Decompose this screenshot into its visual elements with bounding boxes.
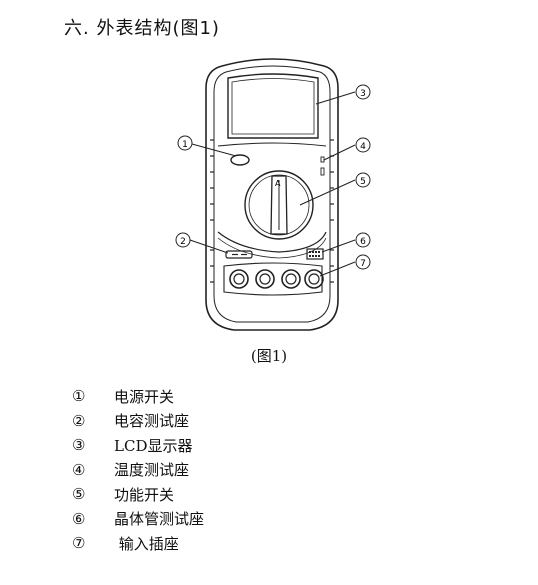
legend-label: 电容测试座: [114, 412, 190, 431]
grip-ticks-left: [210, 139, 214, 283]
legend-item: ① 电源开关: [72, 384, 204, 409]
temperature-socket: [320, 156, 325, 163]
legend-label: 电源开关: [114, 387, 175, 406]
callout-7: 7: [360, 259, 366, 269]
legend-label: 输入插座: [114, 534, 179, 553]
input-jacks: [229, 269, 324, 289]
legend-label: 功能开关: [114, 485, 175, 504]
figure-caption: (图1): [250, 347, 288, 365]
legend-item: ② 电容测试座: [72, 409, 204, 434]
legend-number: ④: [72, 460, 86, 479]
callout-3: 3: [360, 89, 366, 99]
legend-label: 晶体管测试座: [114, 510, 205, 529]
function-switch-knob: [270, 175, 288, 235]
legend-number: ⑥: [72, 509, 86, 528]
grip-ticks-right: [330, 139, 334, 283]
callout-1: 1: [182, 140, 188, 150]
legend-item: ⑥ 晶体管测试座: [72, 507, 204, 532]
callout-5: 5: [360, 177, 366, 187]
callout-2: 2: [180, 237, 186, 247]
lcd-display: [227, 73, 319, 139]
power-switch: [230, 154, 250, 166]
input-jack-panel: [223, 262, 323, 296]
legend-number: ②: [72, 411, 86, 430]
legend-number: ⑤: [72, 485, 86, 504]
callout-4: 4: [360, 142, 366, 152]
callout-6: 6: [360, 237, 366, 247]
meter-outer-body: [205, 58, 339, 331]
function-switch-outer: [244, 170, 314, 240]
legend-number: ①: [72, 387, 86, 406]
legend-item: ④ 温度测试座: [72, 458, 204, 483]
section-title: 六. 外表结构(图1): [64, 18, 220, 39]
legend-label: 温度测试座: [114, 461, 190, 480]
legend-label: LCD显示器: [114, 436, 193, 455]
capacitor-socket: [225, 250, 253, 259]
legend-item: ⑤ 功能开关: [72, 482, 204, 507]
knob-mark: A: [275, 179, 281, 188]
meter-inner-body: [213, 65, 331, 323]
legend-list: ① 电源开关 ② 电容测试座 ③ LCD显示器 ④ 温度测试座 ⑤ 功能开关 ⑥ 晶体管测试…: [72, 384, 204, 556]
transistor-socket: [306, 248, 324, 260]
legend-number: ③: [72, 436, 86, 455]
legend-item: ③ LCD显示器: [72, 433, 204, 458]
legend-item: ⑦ 输入插座: [72, 531, 204, 556]
legend-number: ⑦: [72, 534, 86, 553]
